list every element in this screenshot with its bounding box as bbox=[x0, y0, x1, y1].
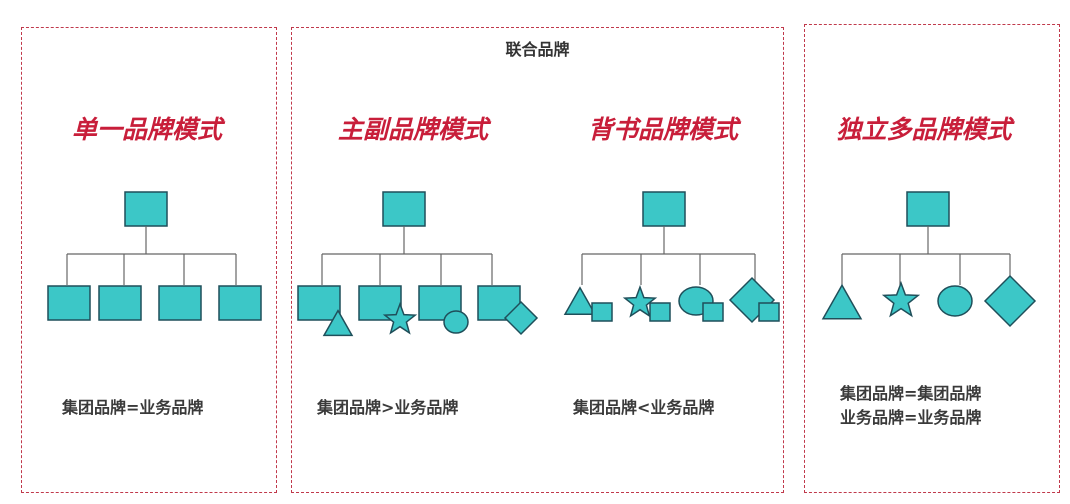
mainsub-sub-star bbox=[382, 301, 418, 335]
mode-title-main-sub: 主副品牌模式 bbox=[337, 115, 489, 144]
joint-brand-label: 联合品牌 bbox=[505, 40, 570, 59]
endorsed-star bbox=[622, 284, 658, 318]
caption-independent-1: 集团品牌=集团品牌 bbox=[840, 384, 982, 403]
single-child-node-4 bbox=[218, 285, 262, 321]
multi-triangle bbox=[821, 283, 863, 320]
multi-star bbox=[881, 280, 921, 318]
caption-endorsed: 集团品牌<业务品牌 bbox=[573, 398, 715, 417]
joint-brand-panel bbox=[291, 27, 784, 493]
multi-parent-node bbox=[906, 191, 950, 227]
single-child-node-3 bbox=[158, 285, 202, 321]
caption-main-sub: 集团品牌>业务品牌 bbox=[317, 398, 459, 417]
mainsub-sub-diamond bbox=[503, 300, 539, 336]
single-child-node-2 bbox=[98, 285, 142, 321]
mode-title-single: 单一品牌模式 bbox=[71, 115, 223, 144]
endorsed-square-4 bbox=[758, 302, 780, 322]
caption-single: 集团品牌=业务品牌 bbox=[62, 398, 204, 417]
mainsub-parent-node bbox=[382, 191, 426, 227]
multi-brand-panel bbox=[804, 24, 1060, 493]
multi-diamond bbox=[983, 274, 1037, 328]
endorsed-parent-node bbox=[642, 191, 686, 227]
endorsed-square-1 bbox=[591, 302, 613, 322]
multi-circle bbox=[937, 285, 973, 317]
mainsub-sub-circle bbox=[443, 310, 469, 334]
single-brand-panel bbox=[21, 27, 277, 493]
single-child-node-1 bbox=[47, 285, 91, 321]
mode-title-independent: 独立多品牌模式 bbox=[836, 115, 1012, 144]
endorsed-square-3 bbox=[702, 302, 724, 322]
endorsed-triangle bbox=[563, 286, 597, 315]
mainsub-sub-triangle bbox=[322, 309, 354, 337]
single-parent-node bbox=[124, 191, 168, 227]
endorsed-square-2 bbox=[649, 302, 671, 322]
mainsub-child-node-1 bbox=[297, 285, 341, 321]
caption-independent-2: 业务品牌=业务品牌 bbox=[840, 408, 982, 427]
mode-title-endorsed: 背书品牌模式 bbox=[587, 115, 739, 144]
